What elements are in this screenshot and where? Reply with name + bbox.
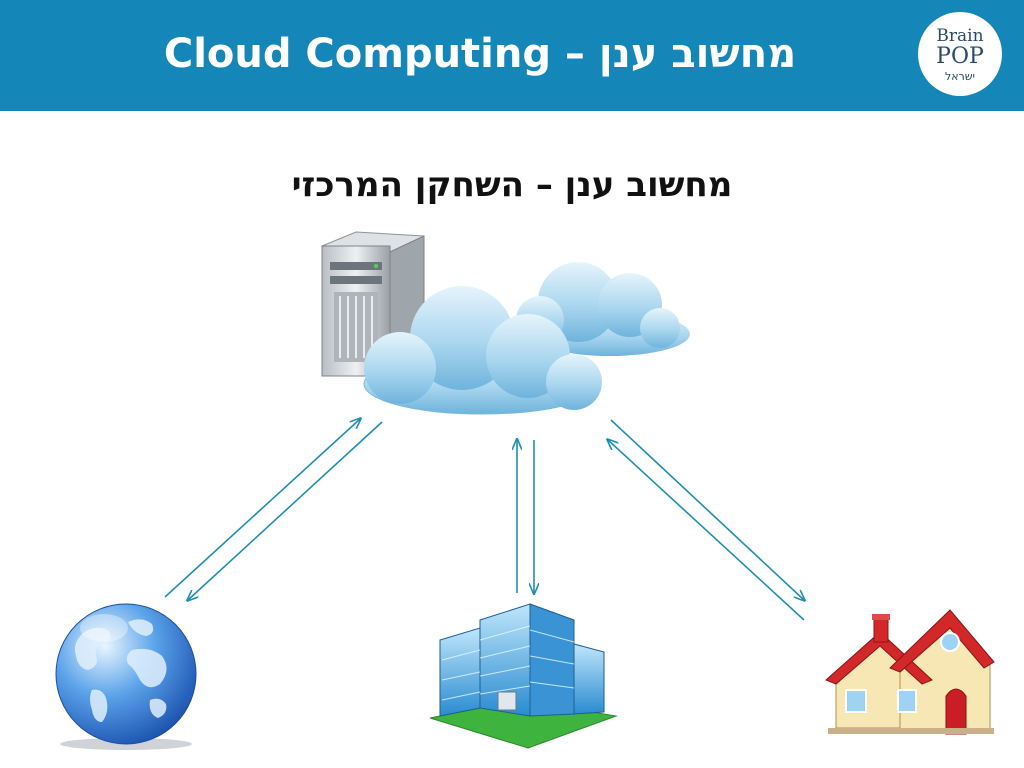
- globe-icon: [55, 603, 197, 750]
- office-building-icon: [429, 603, 618, 749]
- arrow-house-to-cloud: [608, 440, 805, 621]
- arrow-cloud-to-house: [610, 419, 804, 600]
- logo-brain-text: Brain: [936, 26, 984, 46]
- logo-israel-text: ישראל: [944, 70, 976, 83]
- house-icon: [825, 609, 995, 735]
- connection-arrows: [164, 419, 805, 621]
- arrow-globe-to-cloud: [164, 419, 360, 598]
- slide-subtitle: מחשוב ענן – השחקן המרכזי: [291, 165, 733, 205]
- slide-title: מחשוב ענן – Cloud Computing: [163, 31, 797, 77]
- logo-pop-text: POP: [936, 44, 984, 69]
- header-bar: מחשוב ענן – Cloud Computing Brain POP יש…: [0, 0, 1024, 111]
- arrow-cloud-to-globe: [188, 421, 383, 600]
- cloud-icon: [363, 286, 602, 415]
- brainpop-logo: Brain POP ישראל: [918, 12, 1002, 96]
